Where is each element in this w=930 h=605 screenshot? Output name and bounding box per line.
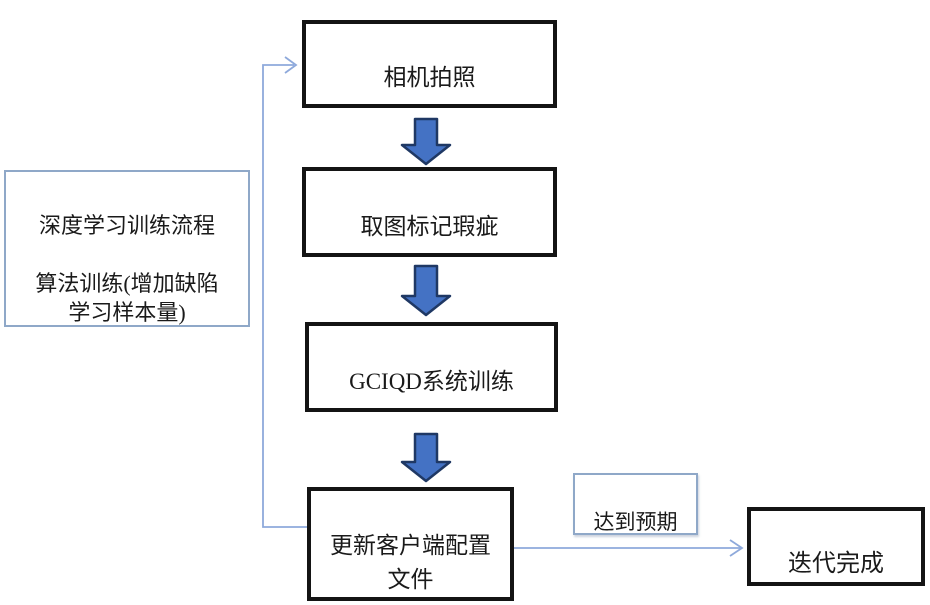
flow-box-update-config: 更新客户端配置 文件 bbox=[307, 487, 514, 601]
flow-box-mark-defects: 取图标记瑕疵 bbox=[302, 167, 557, 257]
process-note-label: 深度学习训练流程 算法训练(增加缺陷 学习样本量) bbox=[35, 213, 219, 325]
condition-label: 达到预期 bbox=[593, 510, 678, 534]
process-note-box: 深度学习训练流程 算法训练(增加缺陷 学习样本量) bbox=[4, 170, 250, 327]
flow-box-camera: 相机拍照 bbox=[302, 20, 557, 108]
result-arrowhead-icon bbox=[729, 539, 744, 557]
flow-box-mark-defects-label: 取图标记瑕疵 bbox=[360, 214, 499, 239]
arrow-down-icon bbox=[400, 117, 452, 166]
arrow-down-icon bbox=[400, 264, 452, 317]
feedback-connector bbox=[262, 64, 307, 528]
flow-box-system-training: GCIQD系统训练 bbox=[305, 322, 558, 412]
flow-box-system-training-label: GCIQD系统训练 bbox=[349, 369, 514, 394]
feedback-arrowhead-icon bbox=[284, 56, 298, 74]
arrow-down-icon bbox=[400, 432, 452, 483]
condition-label-box: 达到预期 bbox=[573, 473, 698, 535]
flow-box-iteration-done-label: 迭代完成 bbox=[788, 551, 884, 577]
flow-box-update-config-label: 更新客户端配置 文件 bbox=[330, 533, 491, 592]
flow-box-iteration-done: 迭代完成 bbox=[747, 507, 925, 586]
flow-box-camera-label: 相机拍照 bbox=[383, 65, 476, 90]
